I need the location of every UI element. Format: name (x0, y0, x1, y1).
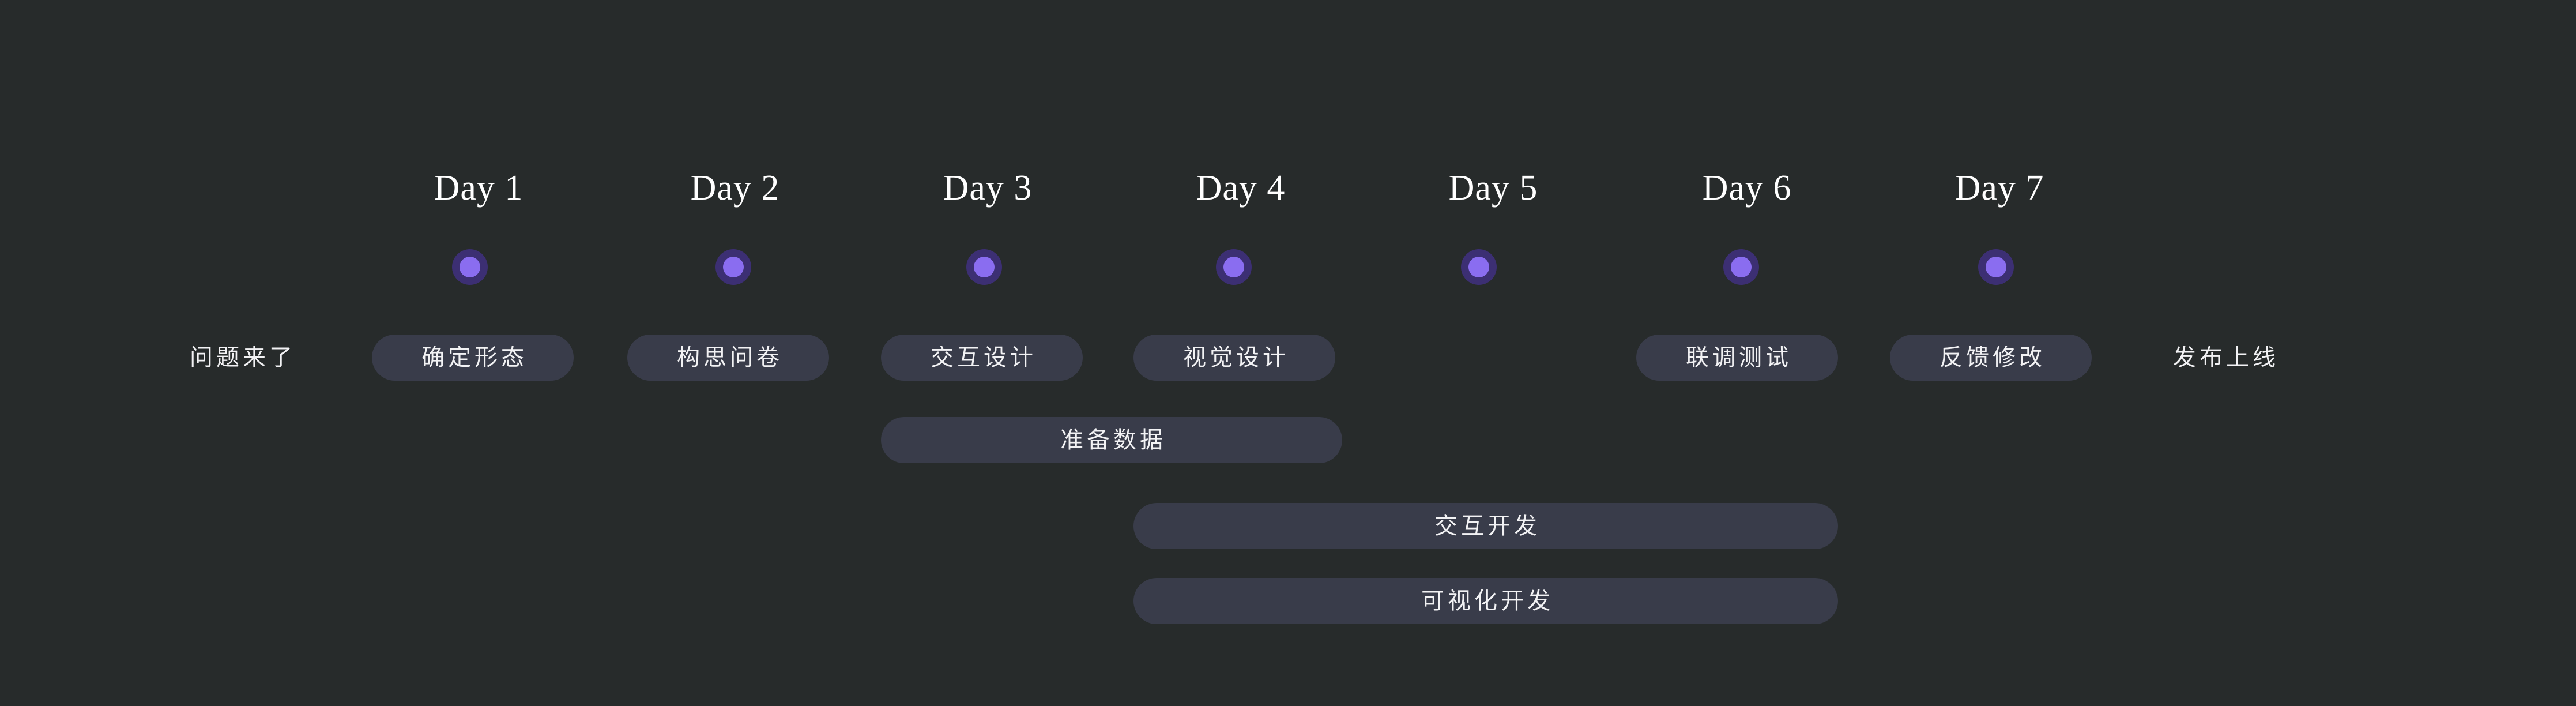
task-chip-integration-test[interactable]: 联调测试 (1636, 335, 1838, 381)
day-label-1: Day 1 (434, 168, 524, 208)
task-chip-release-launch[interactable]: 发布上线 (2173, 345, 2279, 370)
day-label-4: Day 4 (1196, 168, 1286, 208)
task-chip-draft-questionnaire[interactable]: 构思问卷 (627, 335, 829, 381)
milestone-node-core (1223, 257, 1244, 277)
milestone-node-core (723, 257, 744, 277)
day-label-7: Day 7 (1954, 168, 2044, 208)
span-bar-visualization-dev[interactable]: 可视化开发 (1133, 578, 1838, 624)
milestone-node-core (974, 257, 995, 277)
milestone-node-day-3[interactable] (966, 249, 1002, 285)
span-bar-prepare-data[interactable]: 准备数据 (881, 417, 1342, 463)
day-label-5: Day 5 (1448, 168, 1538, 208)
milestone-node-day-7[interactable] (1978, 249, 2014, 285)
span-bar-interaction-dev[interactable]: 交互开发 (1133, 503, 1838, 549)
milestone-node-day-6[interactable] (1723, 249, 1759, 285)
milestone-node-day-1[interactable] (452, 249, 488, 285)
task-chip-feedback-revision[interactable]: 反馈修改 (1890, 335, 2092, 381)
task-chip-interaction-design[interactable]: 交互设计 (881, 335, 1083, 381)
task-chip-define-form[interactable]: 确定形态 (372, 335, 574, 381)
milestone-node-core (460, 257, 480, 277)
milestone-node-core (1986, 257, 2006, 277)
timeline-axis (104, 262, 2473, 272)
milestone-node-core (1731, 257, 1752, 277)
milestone-node-day-4[interactable] (1216, 249, 1252, 285)
day-label-6: Day 6 (1702, 168, 1792, 208)
day-label-2: Day 2 (690, 168, 780, 208)
task-chip-visual-design[interactable]: 视觉设计 (1133, 335, 1335, 381)
milestone-node-core (1468, 257, 1489, 277)
task-chip-problem-arrives[interactable]: 问题来了 (190, 345, 296, 370)
milestone-node-day-5[interactable] (1461, 249, 1497, 285)
milestone-node-day-2[interactable] (715, 249, 751, 285)
day-label-3: Day 3 (943, 168, 1033, 208)
